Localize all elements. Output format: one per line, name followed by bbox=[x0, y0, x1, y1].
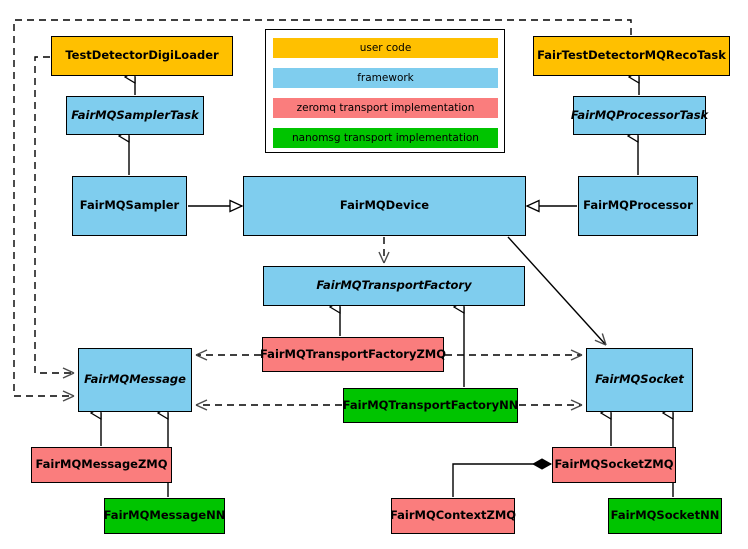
class-box-label: FairMQContextZMQ bbox=[389, 508, 517, 523]
class-box-FairMQSamplerTask[interactable]: FairMQSamplerTask bbox=[66, 96, 204, 135]
class-box-label: FairMQTransportFactoryZMQ bbox=[260, 346, 447, 361]
class-box-label: FairMQMessageNN bbox=[103, 508, 226, 523]
class-box-label: FairMQProcessorTask bbox=[570, 107, 709, 122]
class-box-FairTestDetectorMQRecoTask[interactable]: FairTestDetectorMQRecoTask bbox=[533, 36, 730, 76]
legend-label-nanomsg: nanomsg transport implementation bbox=[292, 132, 479, 144]
legend-item-user-code: user code bbox=[273, 38, 498, 58]
legend-panel: user code framework zeromq transport imp… bbox=[265, 29, 505, 153]
class-box-TestDetectorDigiLoader[interactable]: TestDetectorDigiLoader bbox=[51, 36, 233, 76]
class-box-label: TestDetectorDigiLoader bbox=[65, 48, 219, 63]
class-box-label: FairMQTransportFactory bbox=[316, 278, 472, 293]
class-box-label: FairTestDetectorMQRecoTask bbox=[537, 48, 726, 63]
class-box-FairMQSocketNN[interactable]: FairMQSocketNN bbox=[608, 498, 722, 534]
legend-item-framework: framework bbox=[273, 68, 498, 88]
class-box-FairMQTransportFactoryZMQ[interactable]: FairMQTransportFactoryZMQ bbox=[260, 337, 447, 372]
class-box-label: FairMQMessage bbox=[84, 372, 186, 387]
class-box-label: FairMQTransportFactoryNN bbox=[342, 397, 519, 412]
class-box-FairMQTransportFactoryNN[interactable]: FairMQTransportFactoryNN bbox=[343, 388, 518, 423]
class-box-FairMQMessageZMQ[interactable]: FairMQMessageZMQ bbox=[31, 447, 172, 483]
legend-label-user-code: user code bbox=[359, 42, 412, 54]
class-box-label: FairMQSocketNN bbox=[610, 508, 720, 523]
class-box-FairMQMessageNN[interactable]: FairMQMessageNN bbox=[104, 498, 225, 534]
legend-label-framework: framework bbox=[357, 72, 414, 84]
class-box-FairMQSampler[interactable]: FairMQSampler bbox=[72, 176, 187, 236]
class-box-label: FairMQSampler bbox=[79, 198, 180, 213]
class-box-label: FairMQSocket bbox=[595, 372, 684, 387]
class-box-label: FairMQSamplerTask bbox=[71, 107, 199, 122]
class-box-FairMQDevice[interactable]: FairMQDevice bbox=[243, 176, 526, 236]
class-box-FairMQProcessorTask[interactable]: FairMQProcessorTask bbox=[570, 96, 709, 135]
class-box-label: FairMQMessageZMQ bbox=[35, 457, 168, 472]
class-box-label: FairMQDevice bbox=[339, 198, 430, 213]
class-box-FairMQProcessor[interactable]: FairMQProcessor bbox=[578, 176, 698, 236]
legend-item-zeromq: zeromq transport implementation bbox=[273, 98, 498, 118]
class-box-FairMQTransportFactory[interactable]: FairMQTransportFactory bbox=[263, 266, 525, 306]
class-box-FairMQContextZMQ[interactable]: FairMQContextZMQ bbox=[389, 498, 517, 534]
class-box-FairMQMessage[interactable]: FairMQMessage bbox=[78, 348, 192, 412]
legend-item-nanomsg: nanomsg transport implementation bbox=[273, 128, 498, 148]
class-box-FairMQSocket[interactable]: FairMQSocket bbox=[586, 348, 693, 412]
class-box-label: FairMQProcessor bbox=[583, 198, 693, 213]
legend-label-zeromq: zeromq transport implementation bbox=[296, 102, 475, 114]
class-box-label: FairMQSocketZMQ bbox=[554, 457, 674, 472]
class-box-FairMQSocketZMQ[interactable]: FairMQSocketZMQ bbox=[552, 447, 676, 483]
